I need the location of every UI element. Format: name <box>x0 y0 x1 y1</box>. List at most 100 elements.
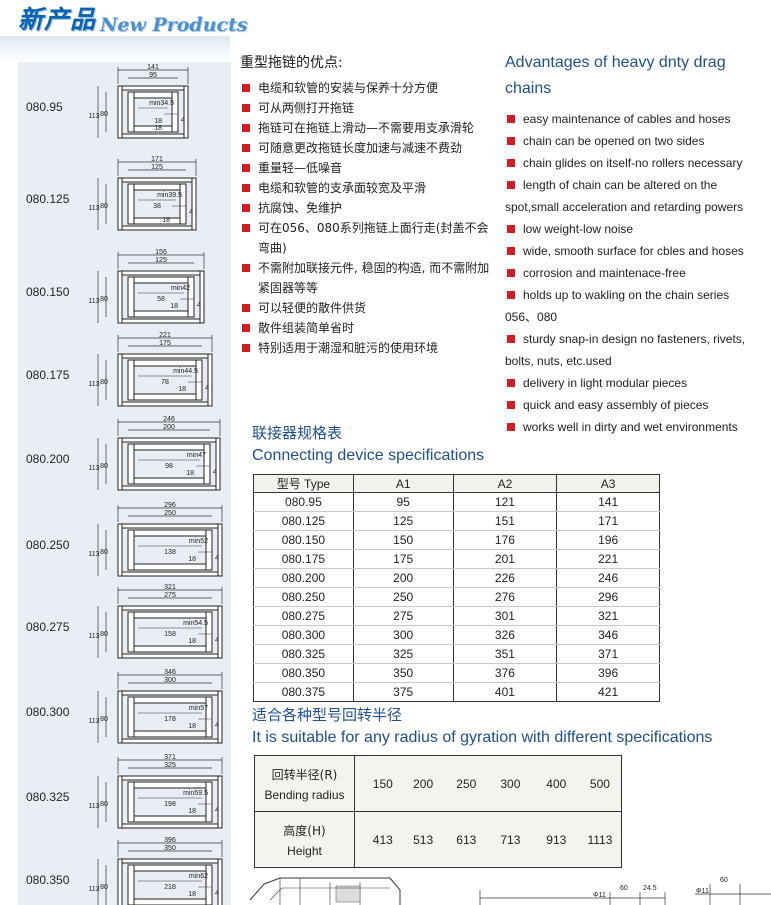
dim-c: 18 <box>162 217 170 224</box>
dim-outer: 396 <box>164 837 176 844</box>
dim-outer: 156 <box>155 249 167 256</box>
dim-h1: 113 <box>88 803 99 810</box>
dim-a: 18 <box>178 386 186 393</box>
dim-min: min59.5 <box>183 790 208 797</box>
advantage-text: 可在056、080系列拖链上面行走(封盖不会弯曲) <box>258 221 489 255</box>
advantage-text: works well in dirty and wet environments <box>523 420 738 434</box>
table-cell: 276 <box>452 587 558 607</box>
dim-mid: 98 <box>165 463 173 470</box>
table-cell: 080.350 <box>253 663 354 683</box>
red-square-bullet-icon <box>242 84 250 92</box>
red-square-bullet-icon <box>507 335 515 343</box>
dim-a: 18 <box>188 808 196 815</box>
advantage-text: 重量轻—低噪音 <box>258 161 343 175</box>
red-square-bullet-icon <box>507 291 515 299</box>
advantage-text: length of chain can be altered on the sp… <box>505 178 744 214</box>
model-label: 080.325 <box>26 790 70 804</box>
red-square-bullet-icon <box>507 137 515 145</box>
advantages-cn: 重型拖链的优点: 电缆和软管的安装与保养十分方便可从两侧打开拖链拖链可在拖链上滑… <box>240 52 495 358</box>
table-cell: 351 <box>452 644 558 664</box>
advantage-item: delivery in light modular pieces <box>505 372 755 394</box>
advantage-text: corrosion and maintenace-free <box>523 266 686 280</box>
red-square-bullet-icon <box>507 379 515 387</box>
red-square-bullet-icon <box>242 324 250 332</box>
dim-min: min39.5 <box>157 192 182 199</box>
dim-min: min44.5 <box>173 368 198 375</box>
spec-header-type: 型号 Type <box>253 474 354 493</box>
red-square-bullet-icon <box>242 304 250 312</box>
advantage-item: 散件组装简单省时 <box>240 318 495 338</box>
table-cell: 296 <box>556 587 660 607</box>
table-cell: 196 <box>556 530 660 550</box>
dim-b: 4 <box>215 555 219 562</box>
dim-h2: 80 <box>100 884 108 891</box>
red-square-bullet-icon <box>242 204 250 212</box>
advantage-item: length of chain can be altered on the sp… <box>505 174 755 218</box>
height-label-en: Height <box>287 844 322 858</box>
table-cell: 226 <box>452 568 558 588</box>
spec-header-a2: A2 <box>452 474 558 493</box>
dim-label-60-right: 60 <box>720 877 728 884</box>
advantage-item: works well in dirty and wet environments <box>505 416 755 438</box>
red-square-bullet-icon <box>242 184 250 192</box>
dim-mid: 138 <box>164 549 176 556</box>
advantage-item: chain glides on itself-no rollers necess… <box>505 152 755 174</box>
dim-a: 18 <box>188 638 196 645</box>
model-label: 080.275 <box>26 620 70 634</box>
dim-a: 18 <box>188 891 196 898</box>
dim-mid: 38 <box>153 203 161 210</box>
table-cell: 150 <box>352 530 454 550</box>
table-cell: 275 <box>352 606 454 626</box>
table-cell: 301 <box>452 606 558 626</box>
table-cell: 080.300 <box>253 625 354 645</box>
dim-inner: 125 <box>151 164 163 171</box>
dim-label-phi11-right: Φ11 <box>696 888 709 895</box>
table-cell: 141 <box>556 492 660 512</box>
red-square-bullet-icon <box>507 225 515 233</box>
dimension-drawing <box>479 884 771 905</box>
header-title-cn: 新产品 <box>18 5 97 34</box>
dim-outer: 141 <box>147 64 159 71</box>
radius-value: 400 <box>546 777 567 791</box>
advantage-text: 电缆和软管的支承面较宽及平滑 <box>258 181 427 195</box>
spec-title-en: Connecting device specifications <box>252 447 485 464</box>
table-cell: 346 <box>556 625 660 645</box>
height-row-label: 高度(H) Height <box>255 812 355 868</box>
dim-b: 4 <box>205 385 209 392</box>
table-cell: 396 <box>556 663 660 683</box>
advantage-text: delivery in light modular pieces <box>523 376 688 390</box>
model-label: 080.250 <box>26 538 70 552</box>
dim-b: 4 <box>215 890 219 897</box>
model-label: 080.95 <box>26 100 63 114</box>
dim-b: 4 <box>189 209 193 216</box>
table-cell: 350 <box>352 663 454 683</box>
dim-outer: 296 <box>164 502 176 509</box>
advantage-text: 散件组装简单省时 <box>258 321 355 335</box>
advantage-item: 可以轻便的散件供货 <box>240 298 495 318</box>
table-cell: 080.275 <box>253 606 354 626</box>
advantage-text: 特别适用于潮湿和脏污的使用环境 <box>258 341 439 355</box>
dim-b: 4 <box>213 469 217 476</box>
red-square-bullet-icon <box>507 181 515 189</box>
dim-h1: 113 <box>88 633 99 640</box>
dim-mid: 58 <box>157 296 165 303</box>
advantage-item: corrosion and maintenace-free <box>505 262 755 284</box>
dim-min: min62 <box>189 873 208 880</box>
spec-header-a1: A1 <box>352 474 454 493</box>
